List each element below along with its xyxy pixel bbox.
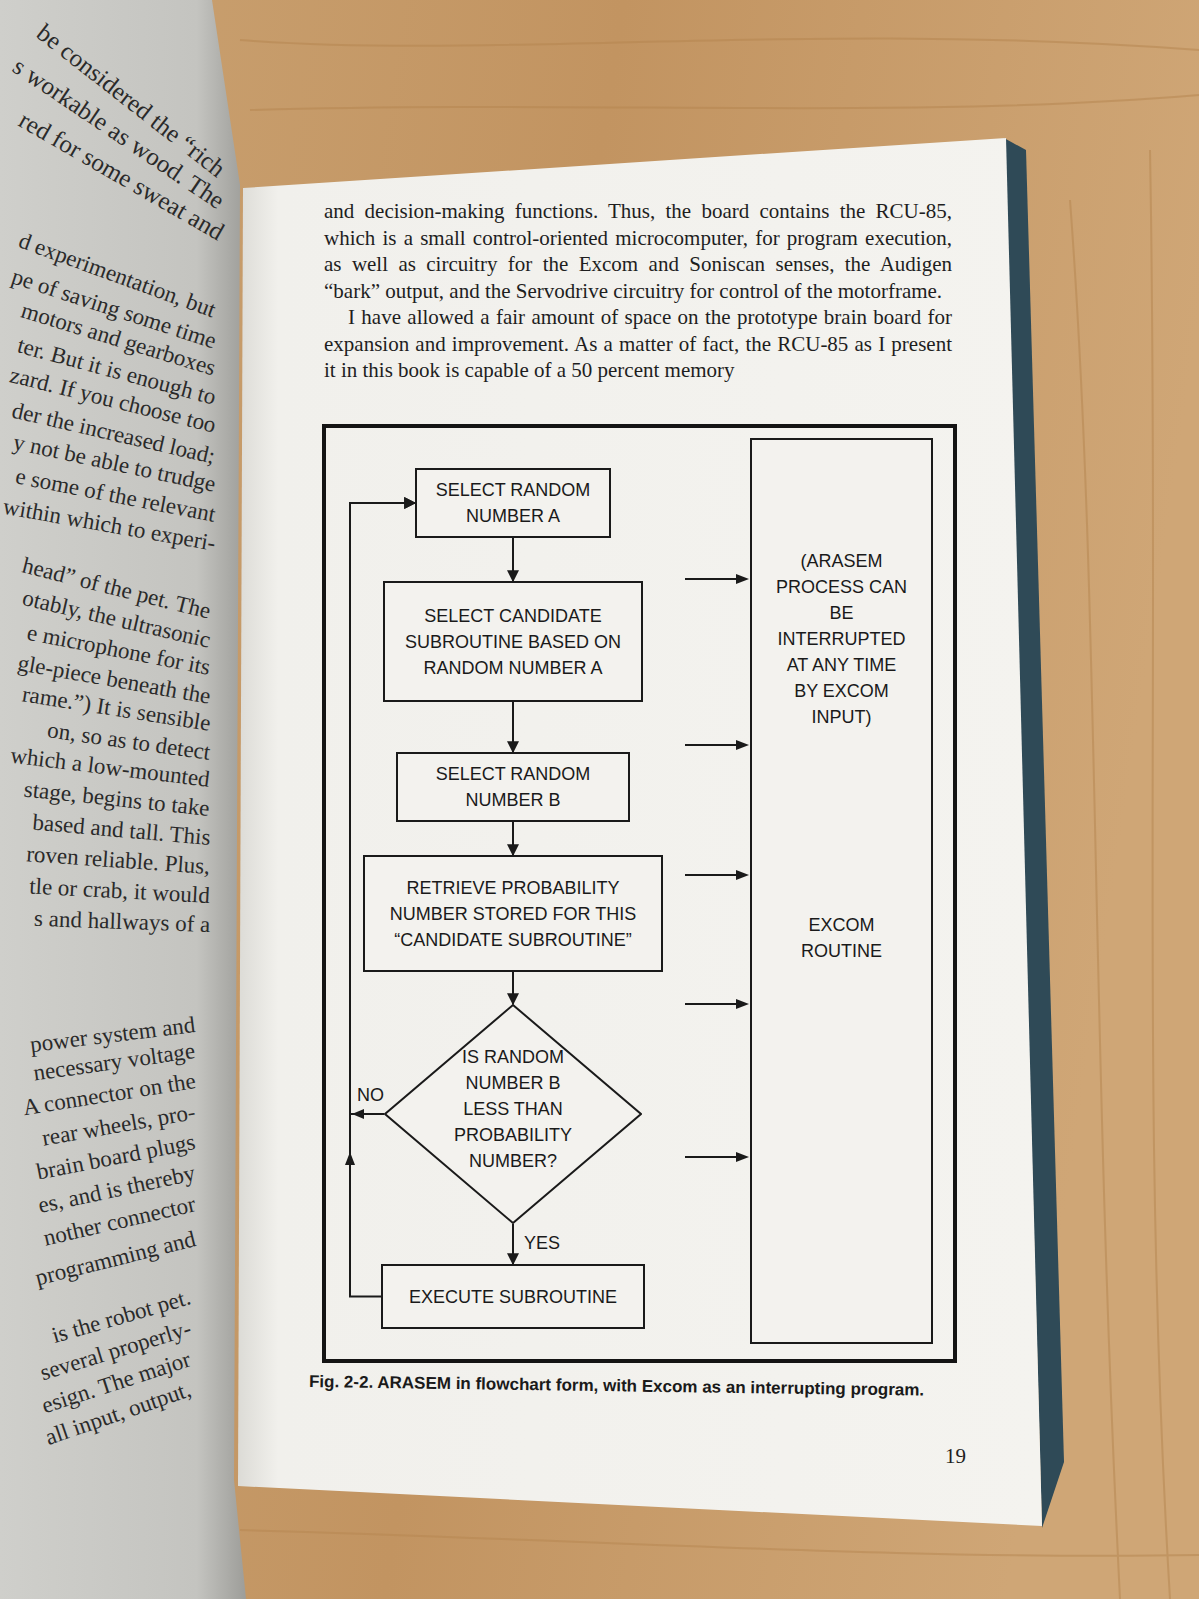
process-box: SELECT RANDOM NUMBER B [396, 752, 630, 822]
loop-arrowheads [345, 1109, 364, 1165]
flow-connector [512, 972, 514, 1004]
flow-connector [512, 1224, 514, 1264]
body-text-column: and decision-making functions. Thus, the… [324, 198, 952, 384]
process-box: SELECT CANDIDATE SUBROUTINE BASED ON RAN… [383, 581, 643, 702]
routine-panel: (ARASEM PROCESS CAN BE INTERRUPTED AT AN… [750, 438, 933, 1344]
node-text: SELECT CANDIDATE SUBROUTINE BASED ON RAN… [398, 603, 628, 681]
interrupt-arrows [685, 574, 749, 1162]
flow-connector [512, 822, 514, 855]
facing-page-line: s and hallways of a [33, 905, 210, 939]
page-number: 19 [945, 1444, 966, 1469]
process-box: SELECT RANDOM NUMBER A [415, 468, 611, 538]
process-box: EXECUTE SUBROUTINE [381, 1264, 645, 1329]
figure-caption: Fig. 2-2. ARASEM in flowchart form, with… [309, 1372, 924, 1401]
flow-connector [512, 538, 514, 581]
body-paragraph: and decision-making functions. Thus, the… [324, 198, 952, 304]
body-paragraph: I have allowed a fair amount of space on… [324, 304, 952, 384]
node-text: RETRIEVE PROBABILITY NUMBER STORED FOR T… [377, 875, 649, 953]
decision-diamond: IS RANDOM NUMBER B LESS THAN PROBABILITY… [384, 1004, 642, 1224]
node-text: SELECT RANDOM NUMBER A [423, 477, 603, 529]
node-text: SELECT RANDOM NUMBER B [411, 761, 616, 813]
edge-label: YES [524, 1230, 560, 1256]
node-subtext: EXCOM ROUTINE [775, 912, 909, 964]
edge-label: NO [357, 1082, 384, 1108]
node-text: EXECUTE SUBROUTINE [388, 1284, 638, 1310]
process-box: RETRIEVE PROBABILITY NUMBER STORED FOR T… [363, 855, 663, 972]
diamond-shape [385, 1005, 641, 1223]
flowchart-frame [324, 426, 955, 1361]
node-text: (ARASEM PROCESS CAN BE INTERRUPTED AT AN… [775, 548, 909, 730]
flow-connector [512, 702, 514, 752]
right-page [238, 138, 1042, 1526]
left-page [0, 0, 246, 1599]
node-text: IS RANDOM NUMBER B LESS THAN PROBABILITY… [451, 1044, 576, 1174]
